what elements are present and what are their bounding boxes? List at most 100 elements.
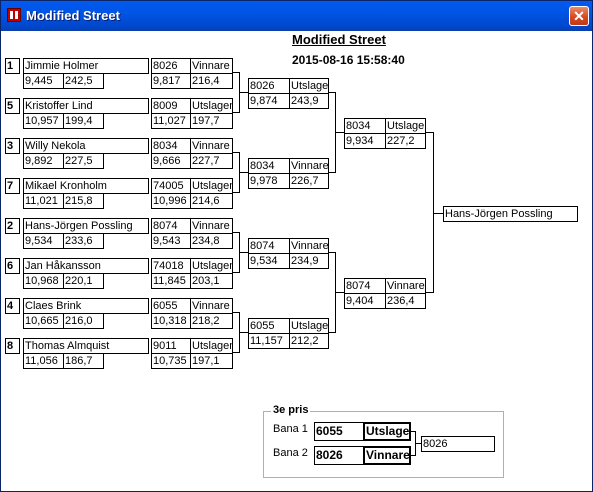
driver-name: Thomas Almquist — [23, 338, 149, 354]
result-status: Utslagen — [190, 258, 233, 274]
bracket-area: Modified Street 2015-08-16 15:58:40 1 Ji… — [5, 31, 588, 489]
bracket-connector — [239, 332, 248, 333]
bracket-connector — [233, 312, 240, 313]
speed-value: 227,2 — [385, 133, 426, 149]
result-status: Utslagen — [289, 78, 329, 94]
bracket-connector — [233, 112, 240, 113]
car-number: 8074 — [248, 238, 290, 254]
third-place-group: 3e pris Bana 1 6055 Utslagen Bana 2 8026… — [263, 404, 504, 478]
speed-value: 227,5 — [63, 153, 104, 169]
result-status: Vinnare — [363, 446, 411, 465]
car-number: 8034 — [344, 118, 386, 134]
speed-value: 233,6 — [63, 233, 104, 249]
seed-number: 6 — [5, 258, 20, 274]
reaction-time: 10,957 — [23, 113, 64, 129]
reaction-time: 9,445 — [23, 73, 64, 89]
speed-value: 234,9 — [289, 253, 329, 269]
page-title: Modified Street — [292, 32, 386, 47]
seed-number: 2 — [5, 218, 20, 234]
elapsed-time: 9,543 — [151, 233, 191, 249]
speed-value: 212,2 — [289, 333, 329, 349]
result-status: Vinnare — [289, 158, 329, 174]
result-status: Vinnare — [190, 138, 233, 154]
result-status: Vinnare — [190, 58, 233, 74]
speed-value: 220,1 — [63, 273, 104, 289]
car-number: 6055 — [248, 318, 290, 334]
speed-value: 242,5 — [63, 73, 104, 89]
speed-value: 216,0 — [63, 313, 104, 329]
bracket-connector — [233, 152, 240, 153]
bracket-connector — [426, 132, 434, 133]
bracket-connector — [233, 232, 240, 233]
speed-value: 236,4 — [385, 293, 426, 309]
elapsed-time: 9,404 — [344, 293, 386, 309]
seed-number: 3 — [5, 138, 20, 154]
car-number: 74005 — [151, 178, 191, 194]
elapsed-time: 10,318 — [151, 313, 191, 329]
result-status: Vinnare — [190, 298, 233, 314]
seed-number: 5 — [5, 98, 20, 114]
bracket-connector — [329, 92, 336, 93]
speed-value: 227,7 — [190, 153, 233, 169]
title-bar[interactable]: Modified Street ✕ — [1, 1, 592, 31]
elapsed-time: 10,996 — [151, 193, 191, 209]
elapsed-time: 9,978 — [248, 173, 290, 189]
speed-value: 215,8 — [63, 193, 104, 209]
champion-name: Hans-Jörgen Possling — [443, 206, 578, 222]
speed-value: 226,7 — [289, 173, 329, 189]
bracket-connector — [433, 132, 434, 293]
seed-number: 7 — [5, 178, 20, 194]
speed-value: 186,7 — [63, 353, 104, 369]
bracket-connector — [411, 431, 416, 432]
reaction-time: 9,892 — [23, 153, 64, 169]
bracket-connector — [233, 272, 240, 273]
reaction-time: 10,968 — [23, 273, 64, 289]
driver-name: Claes Brink — [23, 298, 149, 314]
elapsed-time: 9,817 — [151, 73, 191, 89]
elapsed-time: 9,934 — [344, 133, 386, 149]
reaction-time: 10,665 — [23, 313, 64, 329]
car-number: 8034 — [248, 158, 290, 174]
bracket-connector — [433, 213, 443, 214]
bracket-connector — [335, 132, 344, 133]
bracket-connector — [329, 252, 336, 253]
bracket-connector — [335, 292, 344, 293]
car-number: 8074 — [344, 278, 386, 294]
speed-value: 234,8 — [190, 233, 233, 249]
car-number: 8026 — [151, 58, 191, 74]
bracket-connector — [329, 172, 336, 173]
speed-value: 197,7 — [190, 113, 233, 129]
speed-value: 216,4 — [190, 73, 233, 89]
seed-number: 8 — [5, 338, 20, 354]
result-status: Vinnare — [289, 238, 329, 254]
bracket-connector — [426, 292, 434, 293]
reaction-time: 11,021 — [23, 193, 64, 209]
car-number: 8026 — [314, 446, 364, 465]
car-number: 8009 — [151, 98, 191, 114]
reaction-time: 11,056 — [23, 353, 64, 369]
speed-value: 214,6 — [190, 193, 233, 209]
result-status: Utslagen — [289, 318, 329, 334]
bracket-connector — [233, 72, 240, 73]
driver-name: Hans-Jörgen Possling — [23, 218, 149, 234]
third-place-label: 3e pris — [271, 404, 311, 416]
third-place-winner: 8026 — [421, 436, 495, 452]
result-status: Vinnare — [190, 218, 233, 234]
car-number: 6055 — [314, 422, 364, 441]
car-number: 74018 — [151, 258, 191, 274]
speed-value: 243,9 — [289, 93, 329, 109]
bracket-connector — [239, 172, 248, 173]
close-button[interactable]: ✕ — [569, 6, 589, 26]
elapsed-time: 11,845 — [151, 273, 191, 289]
car-number: 6055 — [151, 298, 191, 314]
reaction-time: 9,534 — [23, 233, 64, 249]
speed-value: 199,4 — [63, 113, 104, 129]
driver-name: Kristoffer Lind — [23, 98, 149, 114]
car-number: 8026 — [248, 78, 290, 94]
bracket-connector — [233, 352, 240, 353]
result-status: Utslagen — [190, 338, 233, 354]
elapsed-time: 9,534 — [248, 253, 290, 269]
seed-number: 1 — [5, 58, 20, 74]
result-status: Vinnare — [385, 278, 426, 294]
